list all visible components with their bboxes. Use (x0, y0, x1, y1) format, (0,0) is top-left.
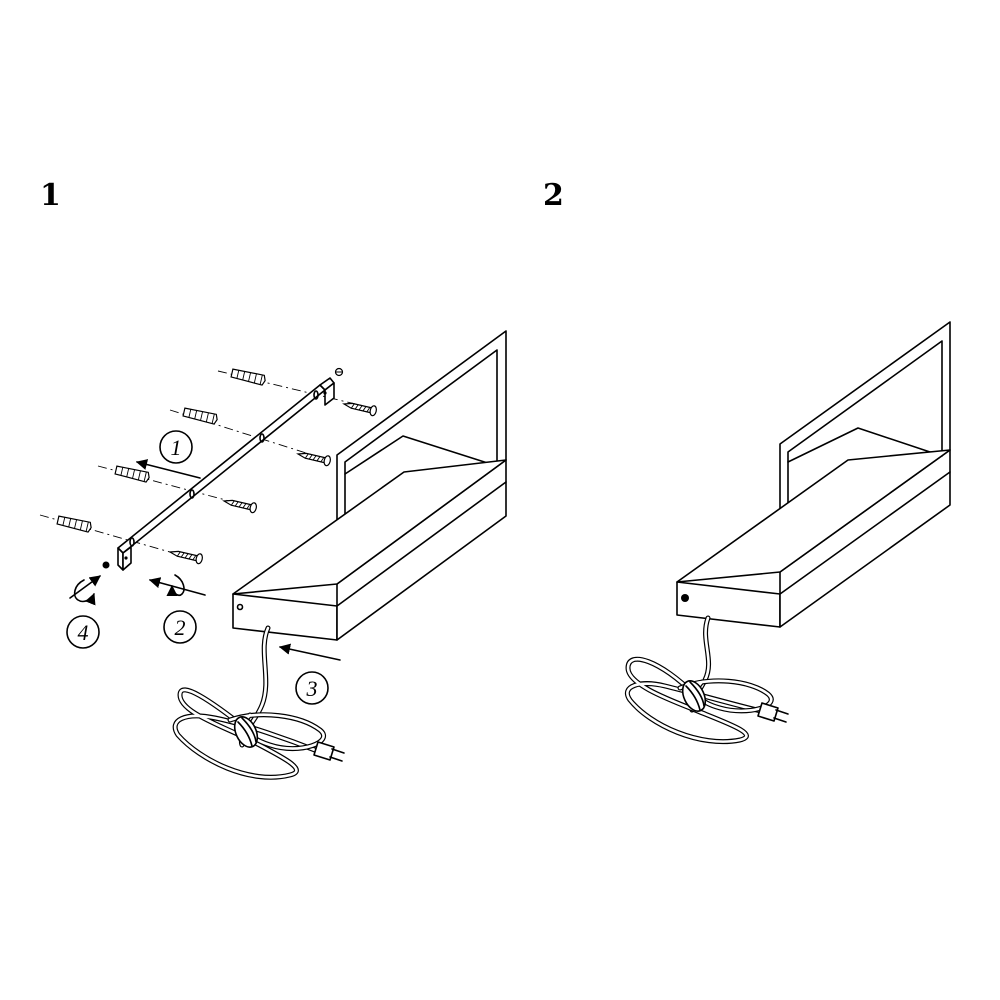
plug-icon (313, 741, 345, 762)
svg-text:1: 1 (171, 435, 182, 460)
svg-text:4: 4 (78, 620, 89, 645)
step-number: 1 (40, 178, 61, 213)
led-shelf-light-icon (232, 330, 507, 641)
power-cord-icon (172, 625, 326, 780)
callout-3: 3 (295, 671, 329, 705)
wall-anchor-icon (56, 367, 267, 534)
step-number: 2 (543, 178, 564, 213)
set-screw-icon (102, 367, 344, 569)
led-shelf-light-icon (676, 321, 951, 628)
power-cord-icon (625, 615, 774, 745)
svg-text:3: 3 (306, 676, 318, 701)
rotate-icon (73, 574, 185, 606)
callout-2: 2 (163, 610, 197, 644)
mounting-bracket-icon (117, 377, 335, 571)
plug-icon (757, 702, 789, 723)
callout-1: 1 (159, 430, 193, 464)
callout-4: 4 (66, 615, 100, 649)
svg-text:2: 2 (175, 615, 186, 640)
